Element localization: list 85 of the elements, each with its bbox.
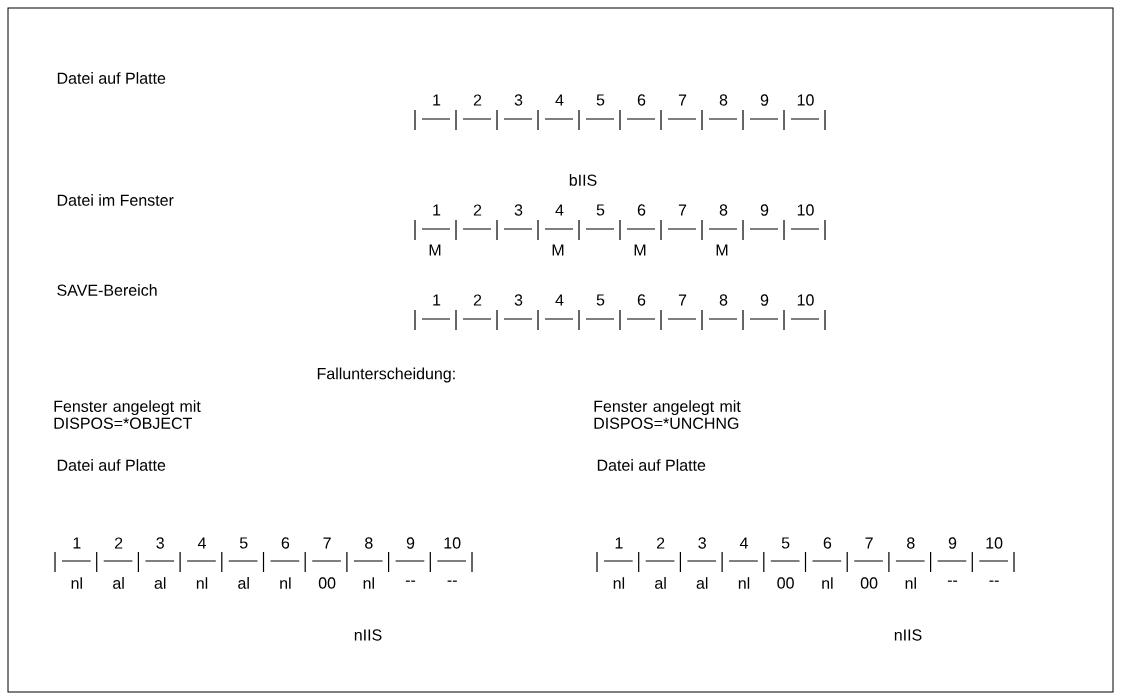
label: al xyxy=(696,577,708,589)
label: bIIS xyxy=(569,174,597,186)
label: nl xyxy=(71,577,82,589)
label: -- xyxy=(989,580,999,582)
label: 3 xyxy=(698,537,706,549)
label: nl xyxy=(905,577,916,589)
label: 8 xyxy=(719,294,728,306)
label: M xyxy=(552,244,564,256)
label: M xyxy=(634,244,646,256)
label: 3 xyxy=(514,294,523,306)
label: SAVE-Bereich xyxy=(57,284,157,296)
label: 10 xyxy=(797,294,814,306)
label: al xyxy=(238,577,249,589)
label: 6 xyxy=(823,537,832,549)
label: 3 xyxy=(514,94,523,106)
label: Datei auf Platte xyxy=(57,459,166,471)
label: 2 xyxy=(114,537,123,549)
label: 00 xyxy=(860,577,878,589)
label: -- xyxy=(405,580,416,582)
label: nl xyxy=(738,577,750,589)
label: 8 xyxy=(719,204,728,216)
label: 3 xyxy=(514,204,523,216)
label: Fenster angelegt mit DISPOS=*UNCHNG xyxy=(594,400,741,429)
label: nl xyxy=(822,577,833,589)
label: 8 xyxy=(719,94,728,106)
label: 7 xyxy=(678,204,687,216)
label: 2 xyxy=(656,537,665,549)
label: 6 xyxy=(281,537,290,549)
label: Datei im Fenster xyxy=(57,194,174,206)
label: nl xyxy=(363,577,374,589)
label: 10 xyxy=(797,204,814,216)
label: 1 xyxy=(73,537,81,549)
label: Datei auf Platte xyxy=(597,459,706,471)
label: 7 xyxy=(865,537,873,549)
label: Fallunterscheidung: xyxy=(317,367,455,383)
label: -- xyxy=(947,580,958,582)
label: al xyxy=(154,577,166,589)
label: Datei auf Platte xyxy=(57,72,166,84)
label: 4 xyxy=(555,204,564,216)
label: 9 xyxy=(406,537,415,549)
label: nl xyxy=(613,577,625,589)
label: nl xyxy=(280,577,291,589)
label: 10 xyxy=(986,537,1003,549)
label: M xyxy=(429,244,441,256)
label: 7 xyxy=(678,94,687,106)
label: 3 xyxy=(156,537,164,549)
label: 2 xyxy=(473,94,482,106)
label: 4 xyxy=(555,94,564,106)
label: nIIS xyxy=(894,629,922,641)
label: 8 xyxy=(907,537,915,549)
label: 4 xyxy=(197,537,206,549)
label: 8 xyxy=(365,537,373,549)
label: 9 xyxy=(760,94,769,106)
label: 5 xyxy=(239,537,248,549)
label: al xyxy=(113,577,124,589)
label: Fenster angelegt mit DISPOS=*OBJECT xyxy=(54,400,201,429)
label: 9 xyxy=(948,537,957,549)
label: 4 xyxy=(739,537,748,549)
label: 10 xyxy=(797,94,814,106)
label: 4 xyxy=(555,294,564,306)
label: nIIS xyxy=(354,629,382,641)
label: 1 xyxy=(615,537,623,549)
label: 9 xyxy=(760,294,769,306)
label: -- xyxy=(447,580,457,582)
label: 2 xyxy=(473,204,482,216)
label: M xyxy=(716,244,728,256)
label: 7 xyxy=(323,537,331,549)
label: 5 xyxy=(781,537,790,549)
label: 6 xyxy=(637,204,646,216)
label: 1 xyxy=(433,204,441,216)
label: 1 xyxy=(433,94,441,106)
label: nl xyxy=(196,577,208,589)
label: 00 xyxy=(777,577,794,589)
label: 5 xyxy=(596,94,605,106)
label: 2 xyxy=(473,294,482,306)
label: 1 xyxy=(433,294,441,306)
label: 5 xyxy=(596,204,605,216)
label: 6 xyxy=(637,294,646,306)
label: 10 xyxy=(444,537,461,549)
label: 5 xyxy=(596,294,605,306)
label: 9 xyxy=(760,204,769,216)
label: 00 xyxy=(318,577,336,589)
label: al xyxy=(655,577,666,589)
label: 6 xyxy=(637,94,646,106)
label: 7 xyxy=(678,294,687,306)
